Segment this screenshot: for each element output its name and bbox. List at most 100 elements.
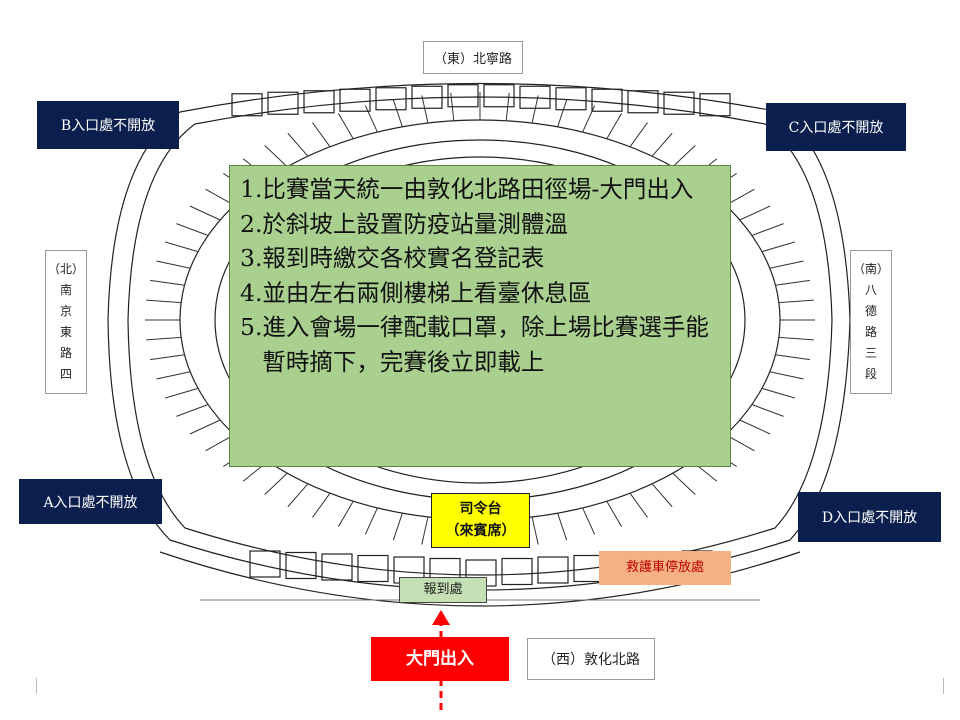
seating-divider <box>337 501 354 527</box>
seating-divider <box>146 299 182 304</box>
seating-divider <box>312 122 331 148</box>
grandstand-box <box>537 556 569 584</box>
seating-divider <box>775 279 810 286</box>
street-south-char: 段 <box>864 367 877 381</box>
seating-divider <box>769 371 804 380</box>
grandstand-box <box>303 90 335 114</box>
seating-divider <box>392 99 403 127</box>
street-label-west: （西）敦化北路 <box>527 638 655 680</box>
seating-divider <box>146 336 182 341</box>
grandstand-box <box>375 87 407 111</box>
seating-divider <box>364 105 378 133</box>
seating-divider <box>582 507 596 535</box>
street-north-char: 東 <box>59 325 72 339</box>
street-label-east: （東）北寧路 <box>423 41 524 74</box>
street-south-char: 三 <box>864 346 877 360</box>
slide-edge-mark <box>36 678 37 694</box>
gate-c-label: C入口處不開放 <box>766 103 906 151</box>
notice-item-number: 3. <box>240 244 263 272</box>
seating-divider <box>264 144 288 168</box>
seating-divider <box>156 371 191 380</box>
notice-item-text: 比賽當天統一由敦化北路田徑場-大門出入 <box>262 175 694 203</box>
notice-item-text: 進入會場一律配載口罩，除上場比賽選手能暫時摘下，完賽後立即載上 <box>262 313 709 376</box>
notice-item: 5. 進入會場一律配載口罩，除上場比賽選手能暫時摘下，完賽後立即載上 <box>240 310 724 379</box>
grandstand-box <box>321 553 353 581</box>
grandstand-box <box>231 93 263 117</box>
seating-divider <box>672 144 696 168</box>
street-north-char: 四 <box>59 367 72 381</box>
seating-divider <box>557 513 568 541</box>
street-south-char: 路 <box>864 325 877 339</box>
notice-item: 2. 於斜坡上設置防疫站量測體溫 <box>240 207 724 242</box>
seating-divider <box>778 336 814 341</box>
seating-divider <box>189 205 221 221</box>
street-label-south: （南） 八 德 路 三 段 <box>850 250 892 394</box>
seating-divider <box>421 95 429 124</box>
notice-item-number: 1. <box>240 175 263 203</box>
street-label-north: （北） 南 京 東 路 四 <box>45 250 87 394</box>
seating-divider <box>672 472 696 496</box>
street-south-char: 八 <box>864 283 877 297</box>
seating-divider <box>264 472 288 496</box>
grandstand-box <box>483 84 515 108</box>
seating-divider <box>651 132 673 157</box>
grandstand-box <box>591 88 623 112</box>
grandstand-box <box>663 91 695 115</box>
seating-divider <box>176 404 209 417</box>
seating-divider <box>392 513 403 541</box>
street-south-char: （南） <box>852 262 889 276</box>
seating-divider <box>531 516 539 545</box>
seating-divider <box>775 354 810 361</box>
seating-divider <box>629 492 648 518</box>
notice-item-number: 5. <box>240 313 263 341</box>
seating-divider <box>287 483 309 508</box>
notice-item-text: 並由左右兩側樓梯上看臺休息區 <box>262 278 592 307</box>
seating-divider <box>531 95 539 124</box>
seating-divider <box>751 223 784 236</box>
seating-divider <box>312 492 331 518</box>
main-entrance-label: 大門出入 <box>371 637 509 681</box>
gate-a-label: A入口處不開放 <box>19 479 162 524</box>
street-north-char: 南 <box>59 283 72 297</box>
street-north-char: 京 <box>59 304 72 318</box>
grandstand-box <box>555 87 587 111</box>
seating-divider <box>176 223 209 236</box>
grandstand-box <box>249 550 281 578</box>
seating-divider <box>761 241 795 253</box>
seating-divider <box>606 501 623 527</box>
seating-divider <box>421 516 429 545</box>
podium-line: 司令台 <box>459 501 502 517</box>
grandstand-box <box>627 90 659 114</box>
seating-divider <box>557 99 568 127</box>
slide-edge-mark <box>943 678 944 694</box>
podium-label: 司令台 （來賓席） <box>431 493 530 548</box>
seating-divider <box>761 387 795 399</box>
ambulance-parking-label: 救護車停放處 <box>599 551 731 585</box>
notice-item: 4. 並由左右兩側樓梯上看臺休息區 <box>240 276 724 311</box>
notice-item: 3. 報到時繳交各校實名登記表 <box>240 241 724 276</box>
grandstand-box <box>285 551 317 580</box>
seating-divider <box>364 507 378 535</box>
podium-line: （來賓席） <box>445 523 516 539</box>
street-north-char: 路 <box>59 346 72 360</box>
grandstand-box <box>267 91 299 115</box>
seating-divider <box>778 299 814 304</box>
seating-divider <box>165 241 199 253</box>
notice-item-text: 於斜坡上設置防疫站量測體溫 <box>262 209 568 238</box>
notice-item-number: 4. <box>240 278 263 307</box>
gate-b-label: B入口處不開放 <box>37 101 179 149</box>
seating-divider <box>150 279 185 286</box>
seating-divider <box>606 113 623 139</box>
grandstand-box <box>699 93 731 117</box>
seating-divider <box>751 404 784 417</box>
seating-divider <box>651 483 673 508</box>
street-north-char: （北） <box>47 262 84 276</box>
street-south-char: 德 <box>864 304 877 318</box>
seating-divider <box>739 205 771 221</box>
grandstand-box <box>519 85 551 109</box>
entrance-arrow-head <box>432 610 450 625</box>
seating-divider <box>739 419 771 435</box>
grandstand-box <box>501 557 533 586</box>
seating-divider <box>769 260 804 269</box>
seating-divider <box>287 132 309 157</box>
